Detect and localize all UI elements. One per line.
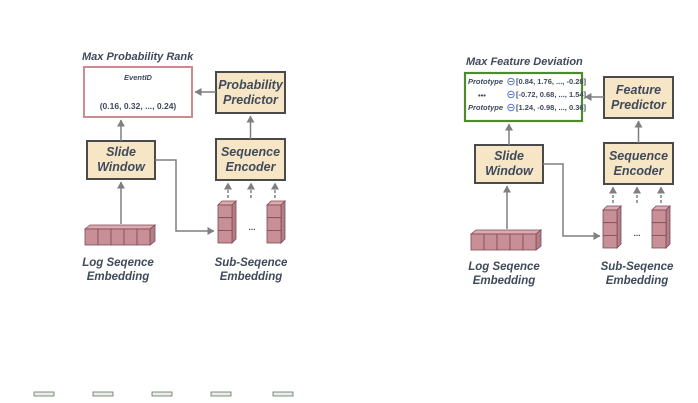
arrow-window-to-subsequence bbox=[155, 159, 215, 235]
bottom-marker-5 bbox=[272, 391, 294, 397]
sequence-encoder-left-line2: Encoder bbox=[225, 160, 276, 174]
sequence-encoder-left-line1: Sequence bbox=[221, 145, 280, 159]
slide-window-left-line2: Window bbox=[97, 160, 146, 174]
right-output-box bbox=[463, 71, 584, 123]
probability-predictor-line1: Probability bbox=[218, 78, 284, 92]
prototype-row-2-icon bbox=[507, 90, 515, 99]
sequence-encoder-box-right bbox=[603, 142, 674, 185]
sub-sequence-label-left-line2: Embedding bbox=[220, 271, 283, 283]
sub-sequence-label-left-line1: Sub-Seqence bbox=[215, 257, 288, 269]
right-panel: Max Feature Deviation Prototype [0.84, 1… bbox=[463, 56, 674, 287]
prototype-row-1-vector: [0.84, 1.76, ..., -0.28] bbox=[516, 77, 587, 86]
bottom-marker-4 bbox=[210, 391, 232, 397]
bottom-marker-2 bbox=[92, 391, 114, 397]
feature-predictor-line2: Predictor bbox=[611, 98, 667, 112]
slide-window-box-left bbox=[86, 140, 156, 180]
bottom-marker-1 bbox=[33, 391, 55, 397]
arrow-window-to-subsequence-right bbox=[543, 163, 601, 240]
sub-sequence-ellipsis-right: ... bbox=[633, 228, 640, 238]
right-output-title: Max Feature Deviation bbox=[466, 56, 583, 68]
sub-sequence-stack-2-right bbox=[651, 205, 671, 249]
left-output-vector: (0.16, 0.32, ..., 0.24) bbox=[100, 101, 177, 111]
bottom-marker-3 bbox=[151, 391, 173, 397]
prototype-row-3-icon bbox=[507, 103, 515, 112]
sub-sequence-stack-1-right bbox=[602, 205, 622, 249]
bottom-markers bbox=[33, 391, 294, 397]
prototype-row-3-vector: [1.24, -0.98, ..., 0.36] bbox=[516, 103, 587, 112]
sequence-encoder-right-line2: Encoder bbox=[613, 164, 664, 178]
log-sequence-label-right-line2: Embedding bbox=[473, 275, 536, 287]
log-sequence-embedding-left bbox=[83, 224, 157, 246]
left-output-title: Max Probability Rank bbox=[82, 51, 194, 63]
sub-sequence-stack-1-left bbox=[217, 200, 237, 244]
log-sequence-embedding-right bbox=[469, 229, 543, 251]
probability-predictor-line2: Predictor bbox=[223, 93, 279, 107]
left-panel: Max Probability Rank EventID (0.16, 0.32… bbox=[82, 51, 288, 283]
feature-predictor-box bbox=[603, 76, 674, 119]
left-output-box bbox=[83, 66, 193, 118]
probability-predictor-box bbox=[215, 71, 286, 114]
sub-sequence-label-right-line1: Sub-Seqence bbox=[601, 261, 674, 273]
sequence-encoder-right-line1: Sequence bbox=[609, 149, 668, 163]
sub-sequence-stack-2-left bbox=[266, 200, 286, 244]
sub-sequence-ellipsis-left: ... bbox=[248, 222, 255, 232]
left-event-id-label: EventID bbox=[124, 73, 153, 82]
log-sequence-label-right-line1: Log Seqence bbox=[468, 261, 540, 273]
sub-sequence-label-right-line2: Embedding bbox=[606, 275, 669, 287]
log-sequence-label-left-line1: Log Seqence bbox=[82, 257, 154, 269]
slide-window-right-line1: Slide bbox=[494, 149, 524, 163]
prototype-row-3-label: Prototype bbox=[468, 103, 503, 112]
slide-window-left-line1: Slide bbox=[106, 145, 136, 159]
feature-predictor-line1: Feature bbox=[616, 83, 661, 97]
prototype-row-1-icon bbox=[507, 77, 515, 86]
log-sequence-label-left-line2: Embedding bbox=[87, 271, 150, 283]
prototype-row-1-label: Prototype bbox=[468, 77, 503, 86]
slide-window-right-line2: Window bbox=[485, 164, 534, 178]
prototype-row-2-vector: [-0.72, 0.68, ..., 1.54] bbox=[516, 90, 587, 99]
prototype-row-2-label: ••• bbox=[478, 91, 486, 100]
